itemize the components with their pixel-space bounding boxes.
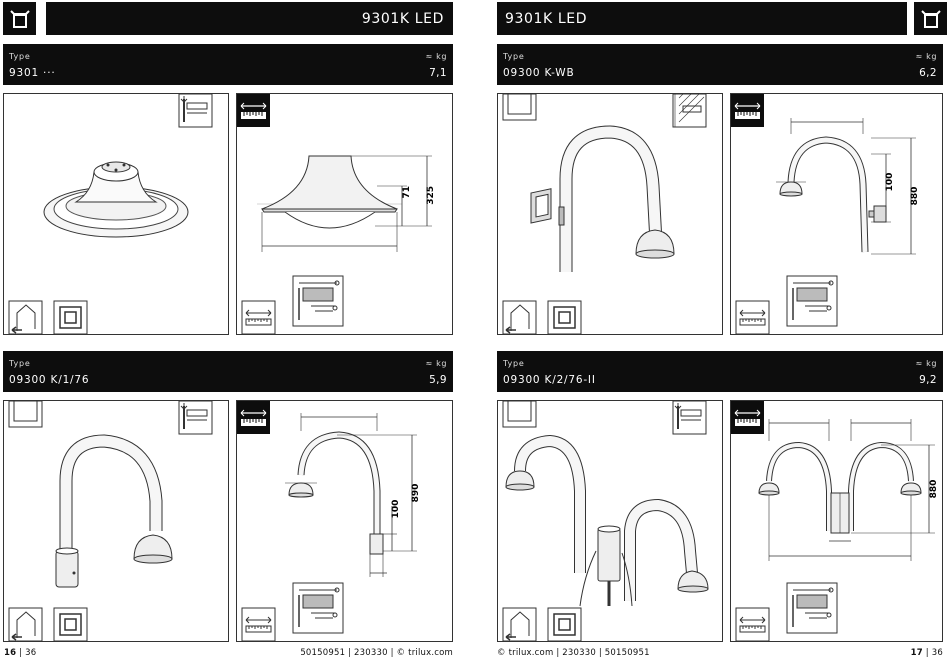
product-weight: 6,2 [919, 67, 937, 79]
type-label: Type [9, 52, 31, 61]
type-bar: Type 09300 K-WB ≈ kg 6,2 [497, 44, 943, 85]
protection-class-icon [54, 608, 87, 641]
dimension-label: 880 [929, 480, 939, 499]
page-number: 17 [911, 648, 923, 658]
dimension-drawing-panel: 100 880 [730, 93, 943, 335]
luminaire-drawing [44, 162, 188, 237]
ruler-icon [237, 94, 270, 127]
title-text: 9301K LED [362, 11, 453, 27]
ruler-small-icon [242, 608, 275, 641]
dimension-drawing-panel: 890 100 [236, 400, 453, 642]
house-mount-icon [9, 608, 42, 641]
product-name: 09300 K-WB [503, 67, 574, 79]
dimension-label: 71 [402, 186, 412, 199]
product-illustration-panel [497, 400, 723, 642]
mount-position-icon [503, 401, 536, 427]
type-label: Type [503, 359, 525, 368]
dimension-label: 890 [411, 484, 421, 503]
mount-position-icon [179, 94, 212, 127]
page-number-right: 17 | 36 [880, 648, 943, 658]
type-bar: Type 09300 K/1/76 ≈ kg 5,9 [3, 351, 453, 392]
house-mount-icon [503, 608, 536, 641]
weight-label: ≈ kg [916, 52, 937, 61]
wall-mount-icon [673, 94, 706, 127]
product-name: 9301 ··· [9, 67, 55, 79]
dimension-drawing: 880 [759, 419, 939, 561]
mounting-detail-icon [787, 276, 837, 326]
ruler-small-icon [242, 301, 275, 334]
mount-position-icon [673, 401, 706, 434]
lantern-icon [914, 2, 947, 35]
title-text: 9301K LED [497, 11, 587, 27]
page-title-left: 9301K LED [46, 2, 453, 35]
house-mount-icon [503, 301, 536, 334]
product-illustration-panel [497, 93, 723, 335]
page-title-right: 9301K LED [497, 2, 907, 35]
page-number-left: 16 | 36 [4, 648, 36, 658]
dimension-drawing: 100 880 [776, 118, 920, 254]
product-name: 09300 K/1/76 [9, 374, 89, 386]
product-illustration-panel [3, 400, 229, 642]
weight-label: ≈ kg [426, 52, 447, 61]
ruler-icon [731, 94, 764, 127]
ruler-icon [237, 401, 270, 434]
lantern-icon [3, 2, 36, 35]
ruler-icon [731, 401, 764, 434]
luminaire-drawing [531, 132, 674, 272]
ruler-small-icon [736, 301, 769, 334]
product-weight: 9,2 [919, 374, 937, 386]
luminaire-drawing [506, 441, 708, 606]
dimension-label: 880 [910, 187, 920, 206]
footer-info-left: 50150951 | 230330 | © trilux.com [300, 648, 453, 658]
product-weight: 5,9 [429, 374, 447, 386]
product-illustration-panel [3, 93, 229, 335]
dimension-label: 100 [885, 173, 895, 192]
page-total: | 36 [16, 648, 36, 658]
mounting-detail-icon [787, 583, 837, 633]
protection-class-icon [548, 301, 581, 334]
ruler-small-icon [736, 608, 769, 641]
type-bar: Type 09300 K/2/76-II ≈ kg 9,2 [497, 351, 943, 392]
product-name: 09300 K/2/76-II [503, 374, 596, 386]
mounting-detail-icon [293, 276, 343, 326]
dimension-drawing-panel: 880 [730, 400, 943, 642]
dimension-drawing-panel: 71 325 [236, 93, 453, 335]
dimension-drawing: 890 100 [285, 413, 421, 577]
page-number: 16 [4, 648, 16, 658]
mount-position-icon [503, 94, 536, 120]
weight-label: ≈ kg [426, 359, 447, 368]
mounting-detail-icon [293, 583, 343, 633]
weight-label: ≈ kg [916, 359, 937, 368]
protection-class-icon [54, 301, 87, 334]
luminaire-drawing [56, 441, 172, 587]
house-mount-icon [9, 301, 42, 334]
type-label: Type [503, 52, 525, 61]
footer-info-right: © trilux.com | 230330 | 50150951 [497, 648, 650, 658]
mount-position-icon [9, 401, 42, 427]
dimension-drawing: 71 325 [257, 156, 436, 252]
type-bar: Type 9301 ··· ≈ kg 7,1 [3, 44, 453, 85]
type-label: Type [9, 359, 31, 368]
product-weight: 7,1 [429, 67, 447, 79]
page-total: | 36 [923, 648, 943, 658]
dimension-label: 100 [391, 500, 401, 519]
dimension-label: 325 [426, 186, 436, 205]
mount-position-icon [179, 401, 212, 434]
protection-class-icon [548, 608, 581, 641]
